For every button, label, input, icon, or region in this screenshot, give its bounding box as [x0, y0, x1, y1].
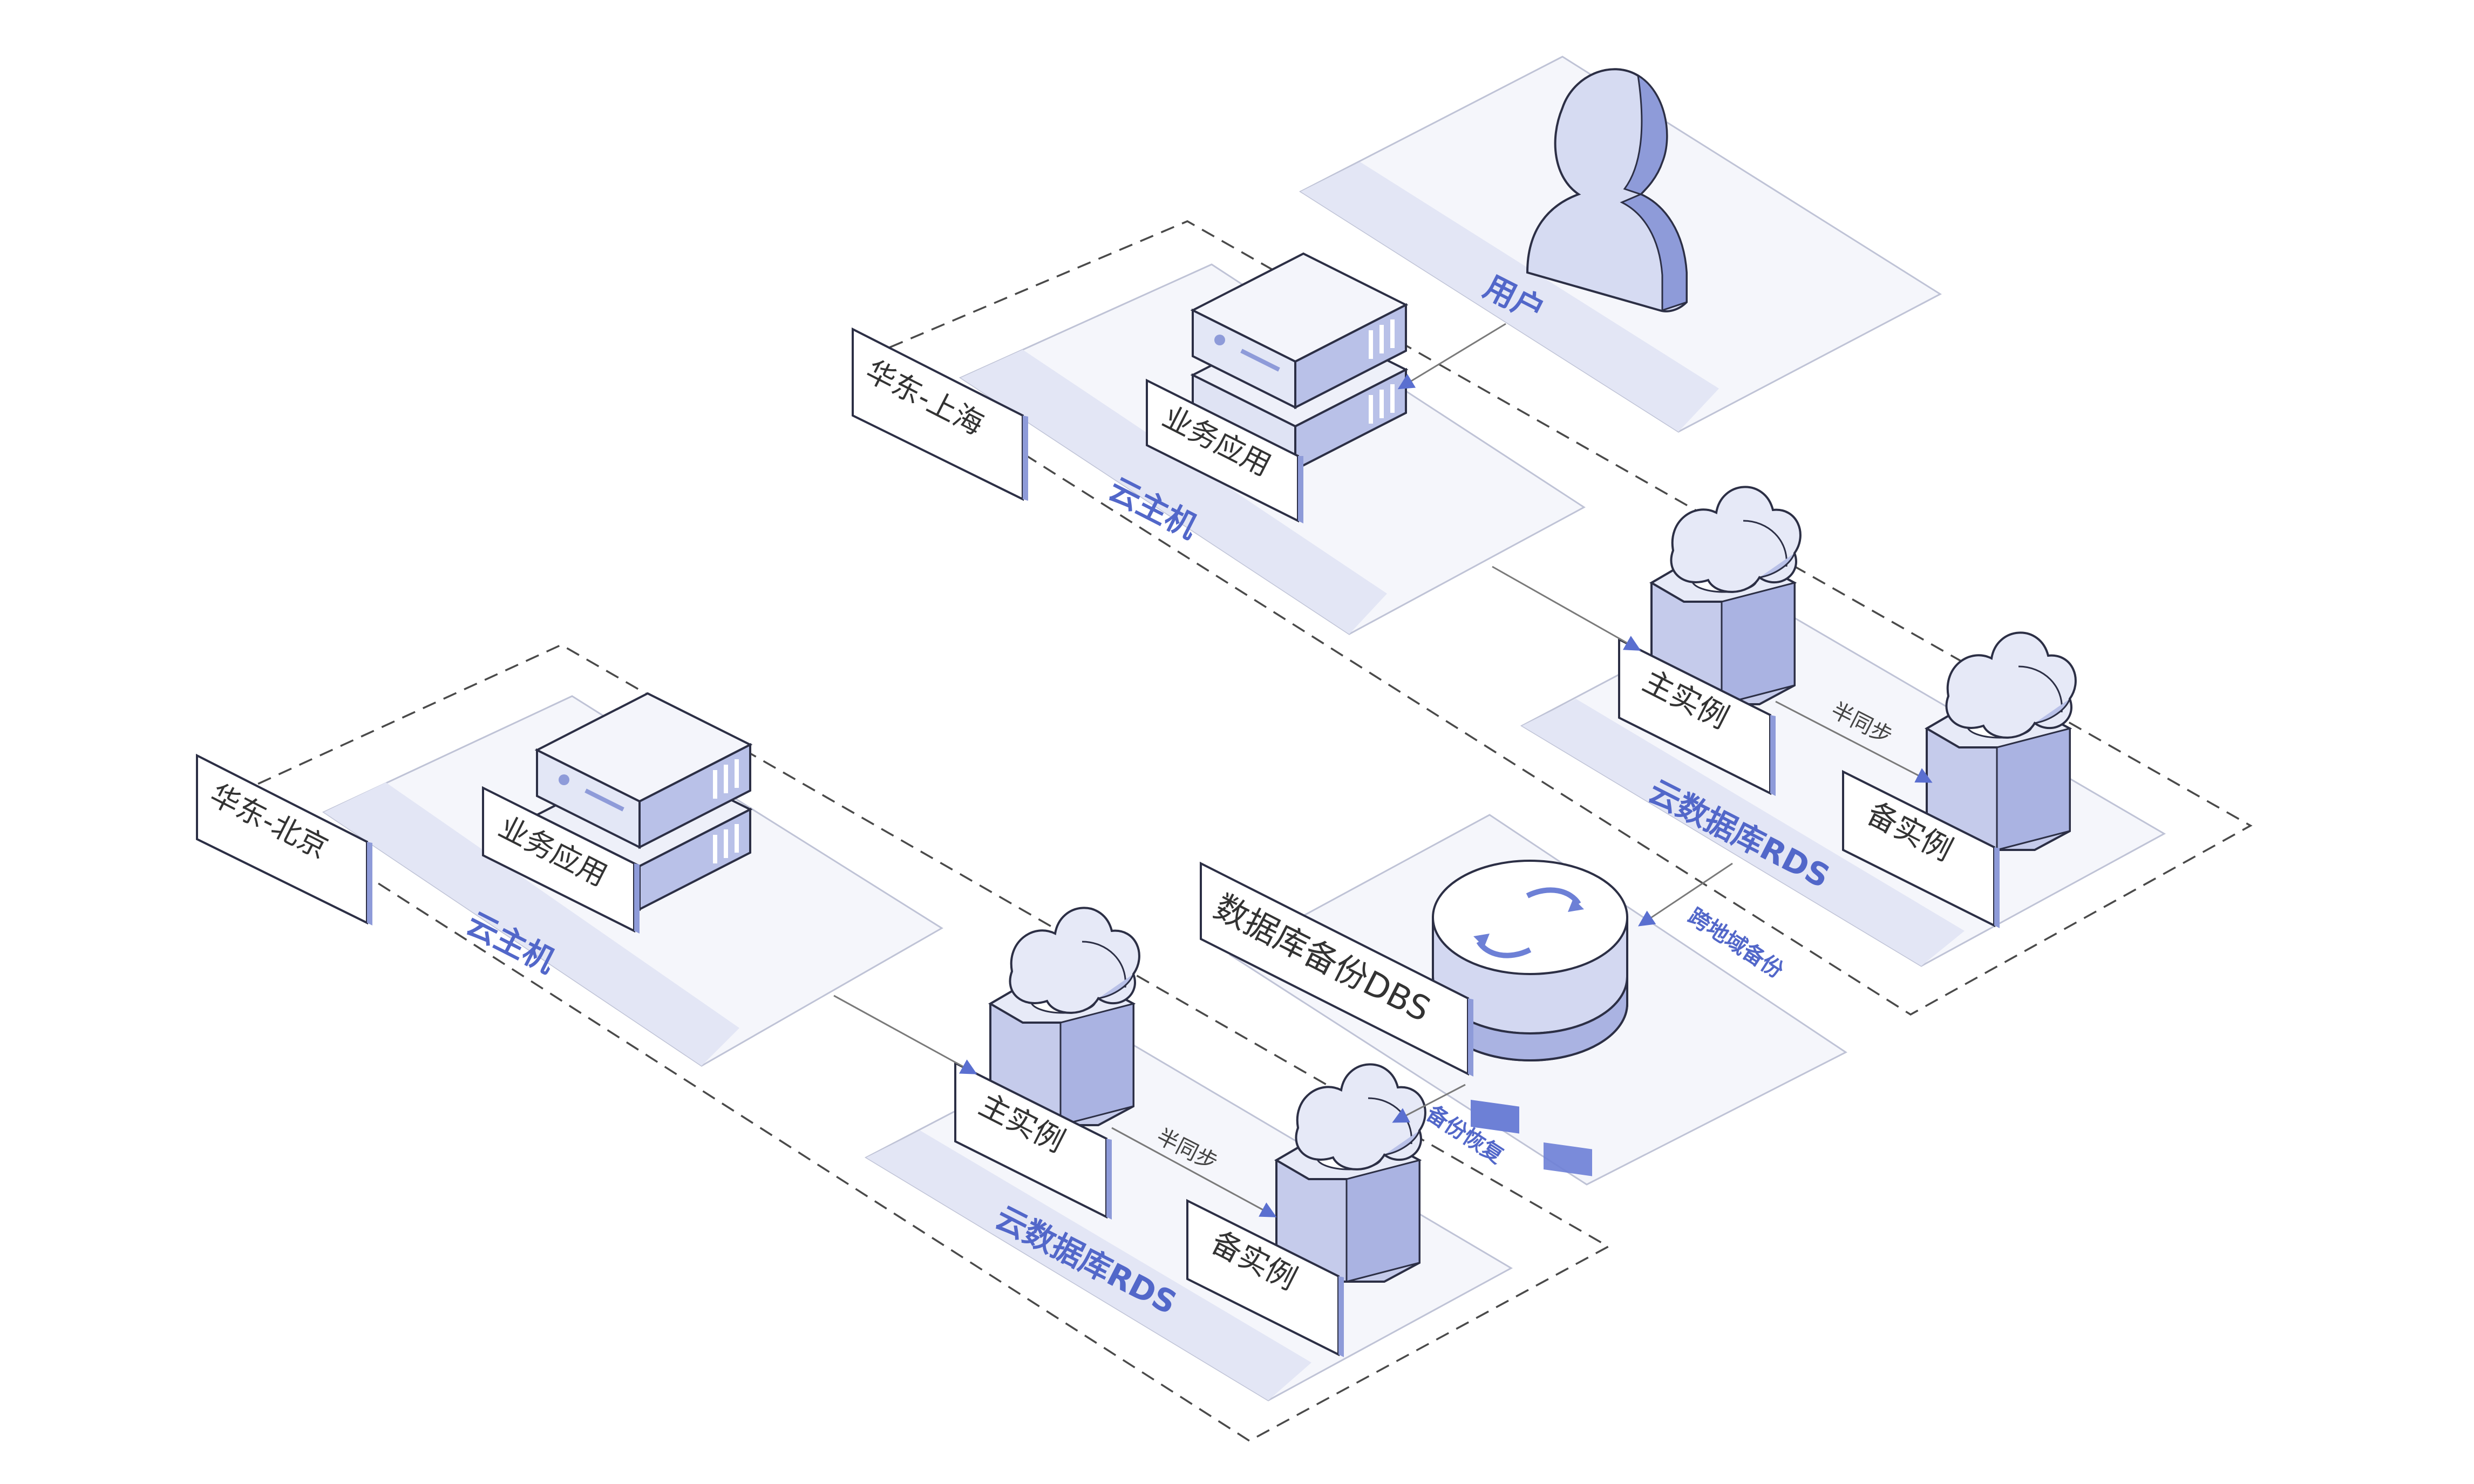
- beijing-region-boundary: [235, 644, 1610, 1442]
- user-icon: [1526, 68, 1688, 312]
- cross-region-backup-connector: [1638, 862, 1733, 927]
- shanghai-slave-db-icon: [1926, 631, 2077, 851]
- beijing-app-to-master-connector: [833, 995, 977, 1074]
- backup-restore-connector: [1392, 1084, 1466, 1123]
- beijing-region-tag: 华东-北京: [196, 753, 372, 925]
- user-plate: 用户: [1299, 56, 1942, 433]
- user-to-app-connector: [1397, 323, 1506, 390]
- shanghai-region-tag: 华东-上海: [852, 327, 1028, 501]
- dbs-icon: [1432, 860, 1628, 1176]
- shanghai-sync-connector: [1775, 700, 1933, 783]
- beijing-slave-db-icon: [1275, 1063, 1426, 1283]
- beijing-sync-connector: [1111, 1127, 1277, 1217]
- shanghai-region-boundary: [867, 220, 2253, 1016]
- shanghai-app-to-master-connector: [1492, 566, 1641, 651]
